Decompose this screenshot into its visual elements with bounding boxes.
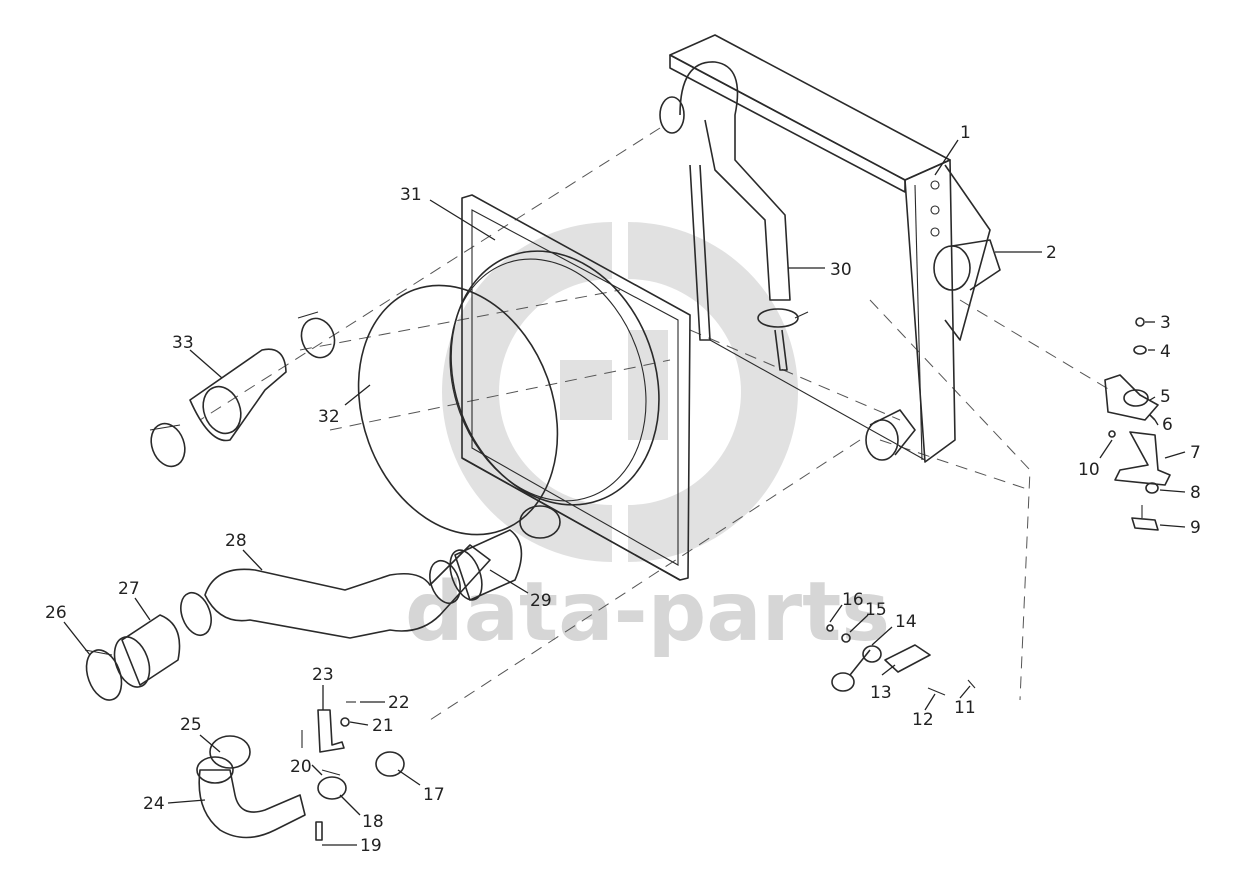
watermark-logo	[442, 222, 798, 562]
lower-charge-hose	[180, 544, 491, 639]
callout-7: 7	[1190, 443, 1201, 463]
callout-4: 4	[1160, 342, 1171, 362]
callout-29: 29	[530, 591, 552, 611]
callout-32: 32	[318, 407, 340, 427]
callout-18: 18	[362, 812, 384, 832]
callout-23: 23	[312, 665, 334, 685]
bracket-hardware-right	[826, 624, 976, 696]
callout-8: 8	[1190, 483, 1201, 503]
callout-6: 6	[1162, 415, 1173, 435]
lower-inlet-pipe	[865, 409, 916, 461]
radiator-core	[669, 34, 956, 463]
callout-12: 12	[912, 710, 934, 730]
callout-15: 15	[865, 600, 887, 620]
shroud-ring	[357, 250, 660, 536]
callout-27: 27	[118, 579, 140, 599]
callout-25: 25	[180, 715, 202, 735]
callout-28: 28	[225, 531, 247, 551]
callout-30: 30	[830, 260, 852, 280]
callout-33: 33	[172, 333, 194, 353]
bracket-hardware-left	[301, 701, 405, 841]
leader-lines	[63, 139, 1186, 846]
callout-22: 22	[388, 693, 410, 713]
callout-10: 10	[1078, 460, 1100, 480]
callout-1: 1	[960, 123, 971, 143]
callout-3: 3	[1160, 313, 1171, 333]
alignment-lines	[199, 127, 1111, 721]
connector-sleeve	[449, 505, 561, 601]
bracket-hardware-top-right	[1104, 317, 1171, 531]
callout-5: 5	[1160, 387, 1171, 407]
callout-16: 16	[842, 590, 864, 610]
watermark-text: data-parts	[405, 565, 890, 660]
callout-13: 13	[870, 683, 892, 703]
side-outlet-tank	[933, 164, 1001, 341]
callout-2: 2	[1046, 243, 1057, 263]
left-connector-hose	[149, 311, 336, 468]
callout-20: 20	[290, 757, 312, 777]
callout-labels: 1 2 3 4 5 6 7 8 9 10 11 12 13 14 15 16 1…	[45, 123, 1201, 856]
callout-24: 24	[143, 794, 165, 814]
callout-11: 11	[954, 698, 976, 718]
callout-31: 31	[400, 185, 422, 205]
callout-19: 19	[360, 836, 382, 856]
callout-26: 26	[45, 603, 67, 623]
sleeve-with-clamp	[84, 614, 181, 701]
upper-hose	[659, 61, 809, 328]
callout-14: 14	[895, 612, 917, 632]
callout-17: 17	[423, 785, 445, 805]
lower-elbow-hose	[196, 735, 306, 839]
callout-9: 9	[1190, 518, 1201, 538]
callout-21: 21	[372, 716, 394, 736]
